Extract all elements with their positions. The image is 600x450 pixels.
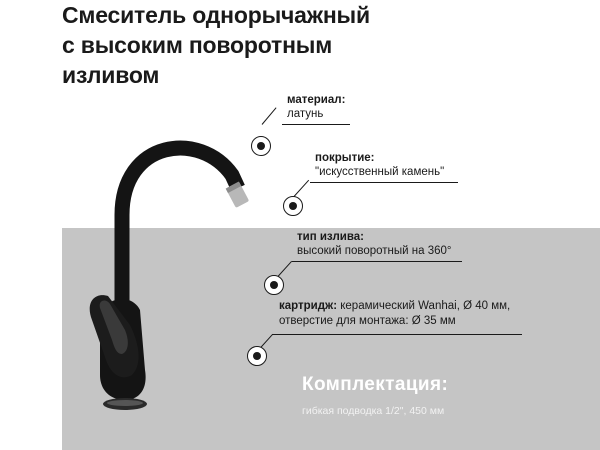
faucet-image xyxy=(89,140,249,410)
cartridge-key: картридж: xyxy=(279,300,338,312)
kit-title: Комплектация: xyxy=(302,374,449,395)
material-rule xyxy=(282,124,350,125)
spout-label: тип излива: xyxy=(297,230,364,245)
background-panel xyxy=(62,228,600,450)
spout-rule xyxy=(292,261,462,262)
coating-key: покрытие: xyxy=(315,152,375,164)
coating-label: покрытие: xyxy=(315,151,375,166)
cartridge-rule xyxy=(272,334,522,335)
cartridge-value-line2: отверстие для монтажа: Ø 35 мм xyxy=(279,315,456,327)
material-label: материал: xyxy=(287,93,345,108)
spout-key: тип излива: xyxy=(297,231,364,243)
material-key: материал: xyxy=(287,94,346,106)
cartridge-marker-icon xyxy=(247,346,267,366)
product-title: Смеситель однорычажный с высоким поворот… xyxy=(62,0,482,90)
title-line-3: изливом xyxy=(62,62,160,88)
coating-value: "искусственный камень" xyxy=(315,166,445,178)
cartridge-value: керамический Wanhai, Ø 40 мм, xyxy=(337,300,511,312)
coating-connector xyxy=(293,179,310,197)
material-marker-icon xyxy=(251,136,271,156)
coating-marker-icon xyxy=(283,196,303,216)
kit-item: гибкая подводка 1/2", 450 мм xyxy=(302,405,445,417)
spout-marker-icon xyxy=(264,275,284,295)
material-value: латунь xyxy=(287,108,324,120)
spout-value: высокий поворотный на 360° xyxy=(297,245,452,257)
title-line-2: с высоким поворотным xyxy=(62,32,333,58)
title-line-1: Смеситель однорычажный xyxy=(62,2,370,28)
coating-rule xyxy=(310,182,458,183)
cartridge-label: картридж: керамический Wanhai, Ø 40 мм, xyxy=(279,299,510,314)
